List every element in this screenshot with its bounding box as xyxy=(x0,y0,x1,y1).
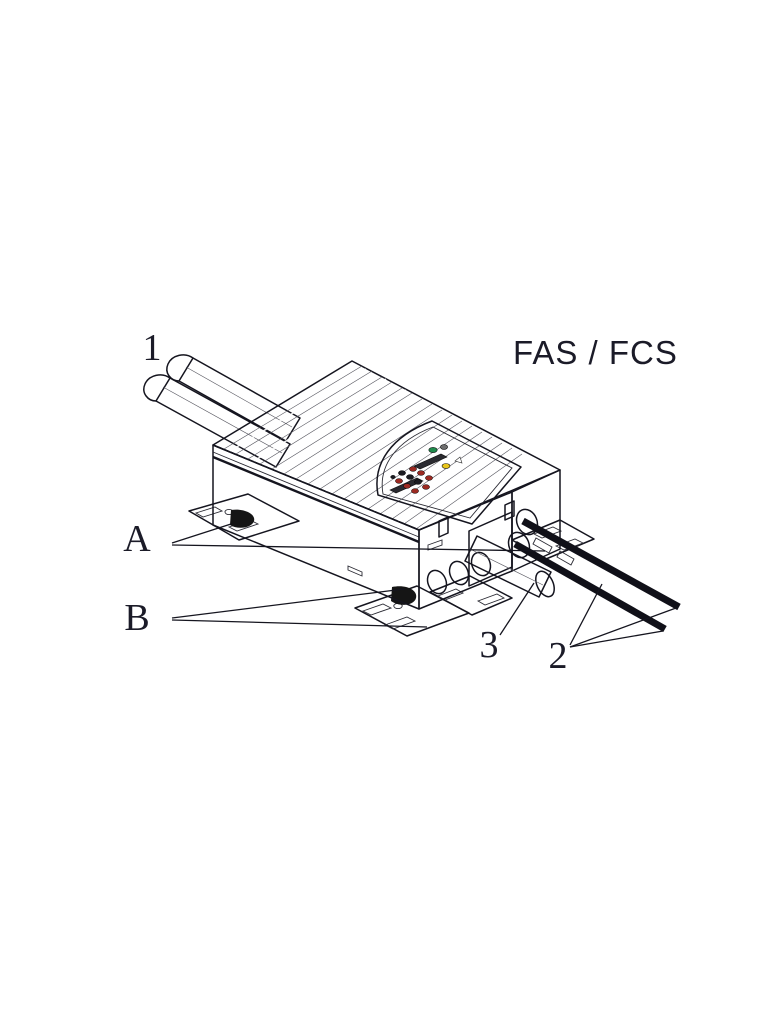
leader-a-2 xyxy=(171,544,546,552)
leader-a-1 xyxy=(171,523,232,544)
leader-3 xyxy=(499,582,535,636)
led-grey xyxy=(440,444,448,450)
port-knockout-2 xyxy=(448,560,470,586)
keypad-buttons[interactable] xyxy=(390,466,433,494)
page-title: FAS / FCS xyxy=(513,334,678,371)
leader-2-3 xyxy=(569,630,664,648)
cable-lower xyxy=(513,540,667,633)
led-indicators xyxy=(428,444,463,469)
control-panel[interactable] xyxy=(376,420,522,525)
ventilation-grille xyxy=(468,511,513,587)
leader-2-2 xyxy=(569,607,677,648)
callout-label-1: 1 xyxy=(143,327,162,369)
electrical-cables xyxy=(513,517,681,633)
callout-label-b: B xyxy=(124,597,149,639)
led-yellow xyxy=(441,463,451,469)
leader-b-2 xyxy=(171,619,428,628)
callout-label-3: 3 xyxy=(480,624,499,666)
cable-gland-2 xyxy=(507,531,531,559)
leader-lines xyxy=(171,523,677,648)
port-knockout-3 xyxy=(470,551,492,577)
rubber-foot-rear xyxy=(230,509,255,528)
leader-b-1 xyxy=(171,588,405,619)
warning-triangle-icon xyxy=(454,456,463,464)
port-knockout-1 xyxy=(426,569,448,595)
led-green xyxy=(428,447,438,453)
exhaust-duct xyxy=(464,535,555,598)
leader-2-1 xyxy=(569,583,603,646)
callout-label-a: A xyxy=(123,518,151,560)
callout-label-2: 2 xyxy=(549,635,568,677)
cable-gland-1 xyxy=(515,508,539,536)
heatsink-fin-top xyxy=(212,360,561,531)
cable-upper xyxy=(521,517,681,611)
mounting-bracket-rear xyxy=(188,493,300,541)
key-bar-upper xyxy=(413,453,448,470)
